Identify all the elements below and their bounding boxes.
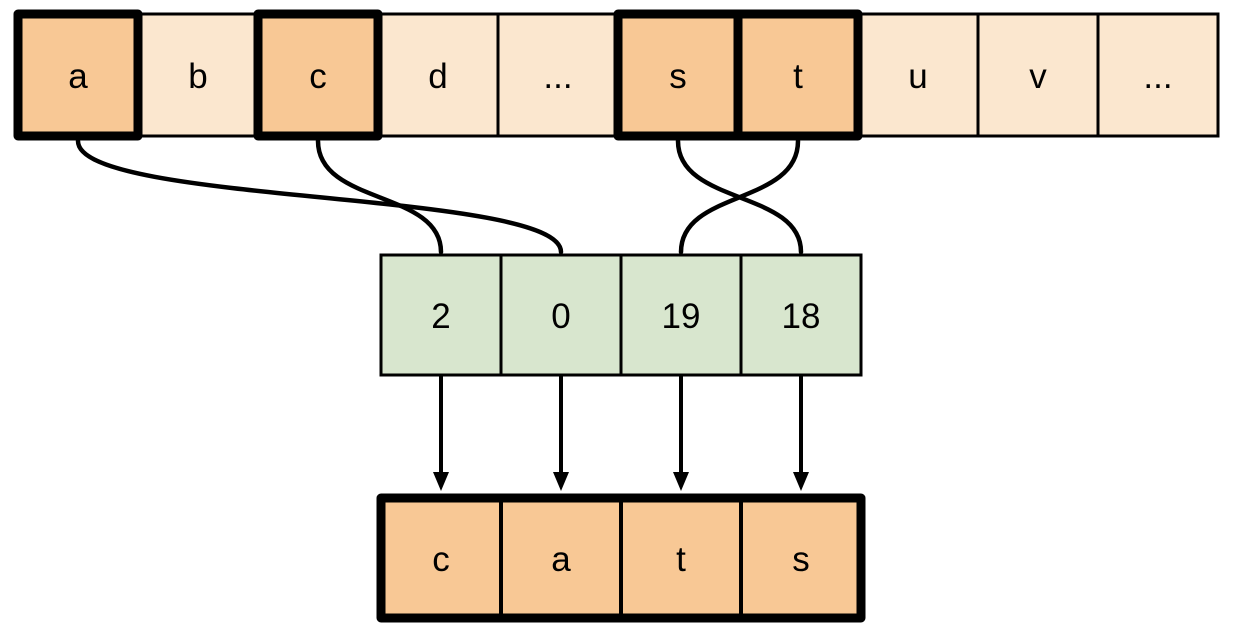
- index-label-19: 19: [662, 297, 701, 336]
- index-cell-0: [499, 253, 623, 377]
- result-label-s: s: [792, 540, 810, 579]
- cell-ellipsis-1: [496, 12, 620, 138]
- alphabet-label-d: d: [428, 57, 447, 96]
- index-cell-18: [739, 253, 863, 377]
- arrow-head-4: [793, 472, 809, 491]
- cell-t-highlighted: [733, 9, 863, 141]
- connector-a-to-0: [75, 138, 564, 255]
- index-label-0: 0: [551, 297, 570, 336]
- arrow-head-2: [553, 472, 569, 491]
- alphabet-row: a b c d ... s t u v ...: [13, 9, 1220, 141]
- arrow-head-1: [433, 472, 449, 491]
- result-label-c: c: [432, 540, 450, 579]
- cell-ellipsis-2: [1096, 12, 1220, 138]
- alphabet-label-c: c: [309, 57, 327, 96]
- alphabet-label-ellipsis-2: ...: [1143, 57, 1172, 96]
- cell-v: [976, 12, 1100, 138]
- alphabet-label-a: a: [68, 57, 88, 96]
- cell-a-highlighted: [13, 9, 143, 141]
- alphabet-label-u: u: [908, 57, 927, 96]
- arrows: [433, 375, 809, 491]
- result-row-outline: [376, 493, 866, 623]
- alphabet-label-ellipsis-1: ...: [543, 57, 572, 96]
- alphabet-label-v: v: [1029, 57, 1047, 96]
- index-label-18: 18: [782, 297, 821, 336]
- cell-c-highlighted: [253, 9, 383, 141]
- index-row: 2 0 19 18: [379, 253, 863, 377]
- connector-c-to-2: [315, 138, 444, 255]
- result-row: c a t s: [376, 493, 866, 623]
- arrow-head-3: [673, 472, 689, 491]
- index-label-2: 2: [431, 297, 450, 336]
- index-cell-2: [379, 253, 503, 377]
- result-label-a: a: [551, 540, 571, 579]
- cell-s-highlighted: [613, 9, 743, 141]
- alphabet-label-t: t: [793, 57, 803, 96]
- alphabet-label-s: s: [669, 57, 687, 96]
- cell-d: [376, 12, 500, 138]
- result-label-t: t: [676, 540, 686, 579]
- connectors: [75, 138, 804, 255]
- alphabet-label-b: b: [188, 57, 207, 96]
- connector-t-to-19: [678, 138, 801, 255]
